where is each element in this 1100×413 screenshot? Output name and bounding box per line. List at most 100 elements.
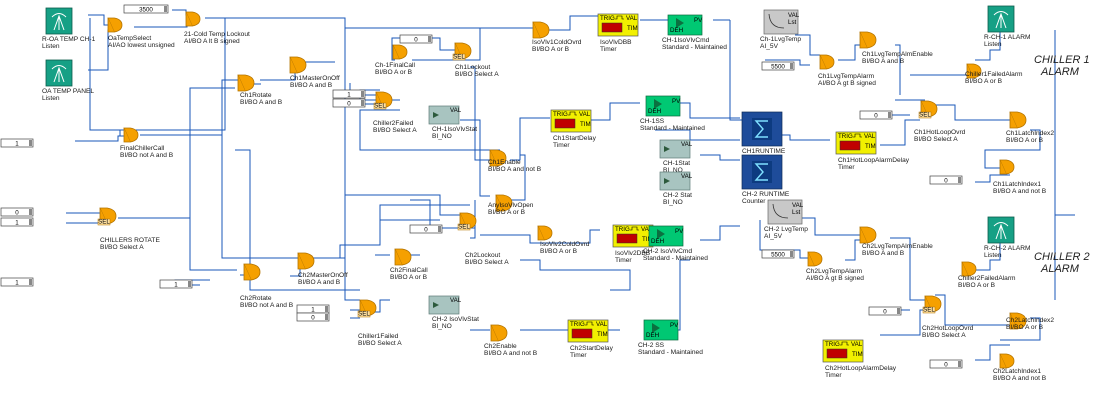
gate-body xyxy=(289,57,298,74)
constant-value-8[interactable]: 1 xyxy=(296,304,330,314)
constant-box xyxy=(761,249,795,259)
wire xyxy=(975,235,1001,271)
output-arrow-icon xyxy=(654,99,662,109)
counter-block-0[interactable]: CH1RUNTIMECounter xyxy=(741,111,786,162)
constant-value-5[interactable]: 1 xyxy=(332,89,366,99)
gate-body xyxy=(966,63,982,79)
gate-body xyxy=(392,45,400,60)
wire xyxy=(470,66,500,161)
output-name: CH-2 SS xyxy=(638,342,665,349)
constant-value-12[interactable]: 0 xyxy=(859,110,893,120)
gate-name: OaTempSelect xyxy=(108,35,151,42)
constant-value: 0 xyxy=(874,113,878,120)
constant-value-9[interactable]: 0 xyxy=(296,312,330,322)
constant-value-14[interactable]: 0 xyxy=(868,306,902,316)
sel-pin xyxy=(357,310,371,318)
constant-value-15[interactable]: 1 xyxy=(159,279,193,289)
gate-body xyxy=(495,195,504,212)
wire xyxy=(890,237,925,301)
constant-value-1[interactable]: 0 xyxy=(399,34,433,44)
wire xyxy=(935,104,1010,121)
constant-value-4[interactable]: 1 xyxy=(0,217,34,227)
gate-body xyxy=(532,22,541,39)
gate-body xyxy=(359,299,377,317)
constant-value-0[interactable]: 3500 xyxy=(123,4,169,14)
constant-value: 5500 xyxy=(771,64,785,71)
constant-box xyxy=(159,279,193,289)
pulse-icon xyxy=(630,226,639,231)
constant-value-7[interactable]: 1 xyxy=(0,277,34,287)
constant-value-6[interactable]: 0 xyxy=(332,98,366,108)
gate-name: Ch1Enable xyxy=(488,159,521,166)
constant-grip xyxy=(428,36,431,42)
gate-body xyxy=(297,253,306,270)
constant-value: 1 xyxy=(15,220,19,227)
constant-value-3[interactable]: 0 xyxy=(0,207,34,217)
gate-body xyxy=(237,75,246,92)
gate-body xyxy=(289,56,307,74)
sel-pin xyxy=(922,306,936,314)
gate-body xyxy=(807,251,823,267)
constant-value-2[interactable]: 1 xyxy=(0,138,34,148)
constant-value-16[interactable]: 0 xyxy=(409,224,443,234)
constant-value-10[interactable]: 5500 xyxy=(761,61,795,71)
constant-value-13[interactable]: 0 xyxy=(929,175,963,185)
constant-value-17[interactable]: 0 xyxy=(929,359,963,369)
val-pin: VAL xyxy=(450,297,462,304)
constant-value-11[interactable]: 5500 xyxy=(761,249,795,259)
timer-name: IsoVlvDBB xyxy=(600,39,632,46)
